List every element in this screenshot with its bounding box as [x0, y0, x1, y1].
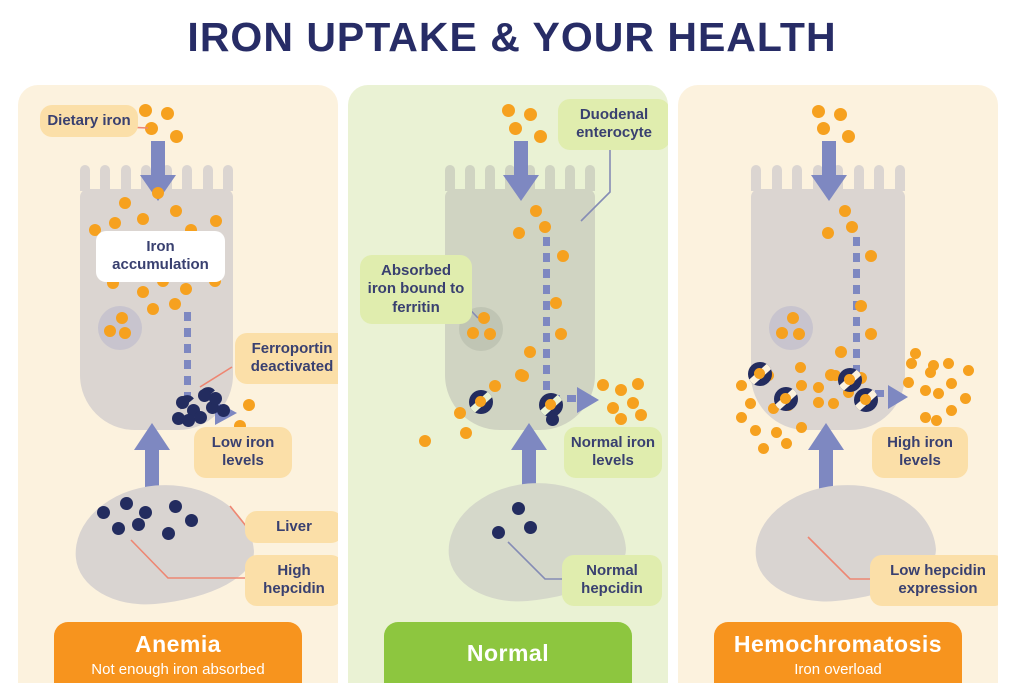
- iron-dot: [523, 107, 537, 121]
- iron-dot: [615, 384, 627, 396]
- iron-intake-arrow: [811, 141, 847, 201]
- iron-dot: [780, 437, 792, 449]
- iron-transit-dashed-path: [543, 237, 550, 397]
- label-absorbed-iron-ferritin: Absorbed iron bound to ferritin: [360, 255, 472, 324]
- iron-exit-dashed-path: [551, 395, 577, 402]
- iron-dot: [243, 399, 255, 411]
- iron-dot: [930, 414, 942, 426]
- normal-iron-exit-arrow: [577, 387, 599, 413]
- iron-dot: [919, 411, 931, 423]
- banner-title: Hemochromatosis: [733, 631, 943, 657]
- liver-shape: [70, 477, 258, 611]
- banner-title: Anemia: [134, 631, 222, 657]
- iron-intake-arrow: [140, 141, 176, 201]
- iron-dot: [501, 103, 515, 117]
- label-iron-accumulation: Iron accumulation: [96, 231, 225, 282]
- label-high-iron-levels: High iron levels: [872, 427, 968, 478]
- page-title: IRON UPTAKE & YOUR HEALTH: [187, 14, 837, 60]
- iron-dot: [959, 392, 971, 404]
- iron-dot: [816, 121, 830, 135]
- ferritin-vesicle: [98, 306, 142, 350]
- iron-dot: [144, 121, 158, 135]
- banner-hemochromatosis: Hemochromatosis Iron overload: [714, 622, 962, 683]
- panel-anemia: Dietary iron Iron accumulation Ferroport…: [18, 85, 338, 683]
- label-low-hepcidin-expression: Low hepcidin expression: [870, 555, 998, 606]
- iron-dot: [909, 347, 921, 359]
- iron-dot: [632, 378, 644, 390]
- iron-dot: [615, 413, 627, 425]
- iron-transit-dashed-path: [184, 312, 191, 404]
- low-iron-exit-arrow: [215, 401, 237, 425]
- iron-dot: [744, 397, 756, 409]
- ferritin-vesicle: [769, 306, 813, 350]
- iron-dot: [138, 103, 152, 117]
- label-low-iron-levels: Low iron levels: [194, 427, 292, 478]
- iron-dot: [607, 402, 619, 414]
- iron-transit-dashed-path: [853, 237, 860, 387]
- iron-dot: [160, 106, 174, 120]
- banner-anemia: Anemia Not enough iron absorbed: [54, 622, 302, 683]
- iron-dot: [811, 104, 825, 118]
- label-duodenal-enterocyte: Duodenal enterocyte: [558, 99, 668, 150]
- iron-dot: [419, 435, 431, 447]
- label-dietary-iron: Dietary iron: [40, 105, 138, 138]
- iron-dot: [919, 384, 931, 396]
- iron-dot: [635, 409, 647, 421]
- iron-dot: [932, 387, 944, 399]
- label-liver: Liver: [245, 511, 338, 544]
- banner-title: Normal: [466, 640, 550, 666]
- banner-subtitle: Not enough iron absorbed: [91, 661, 265, 678]
- iron-dot: [905, 357, 917, 369]
- panel-normal: Duodenal enterocyte Absorbed iron bound …: [348, 85, 668, 683]
- iron-dot: [460, 427, 472, 439]
- iron-dot: [735, 411, 747, 423]
- iron-dot: [962, 364, 974, 376]
- label-high-hepcidin: High hepcidin: [245, 555, 338, 606]
- iron-dot: [945, 404, 957, 416]
- iron-dot: [924, 366, 936, 378]
- iron-dot: [749, 424, 761, 436]
- banner-normal: Normal: [384, 622, 632, 683]
- banner-subtitle: Iron overload: [794, 661, 882, 678]
- iron-dot: [833, 107, 847, 121]
- label-ferroportin-deactivated: Ferroportin deactivated: [235, 333, 338, 384]
- high-iron-exit-arrow: [888, 385, 908, 409]
- iron-dot: [757, 442, 769, 454]
- iron-intake-arrow: [503, 141, 539, 201]
- iron-exit-dashed-path: [859, 390, 886, 397]
- label-normal-hepcidin: Normal hepcidin: [562, 555, 662, 606]
- iron-dot: [942, 357, 954, 369]
- iron-dot: [508, 121, 522, 135]
- iron-dot: [627, 397, 639, 409]
- label-normal-iron-levels: Normal iron levels: [564, 427, 662, 478]
- iron-dot: [927, 359, 939, 371]
- iron-dot: [945, 377, 957, 389]
- iron-dot: [770, 426, 782, 438]
- iron-dot: [735, 379, 747, 391]
- panel-hemochromatosis: High iron levels Low hepcidin expression…: [678, 85, 998, 683]
